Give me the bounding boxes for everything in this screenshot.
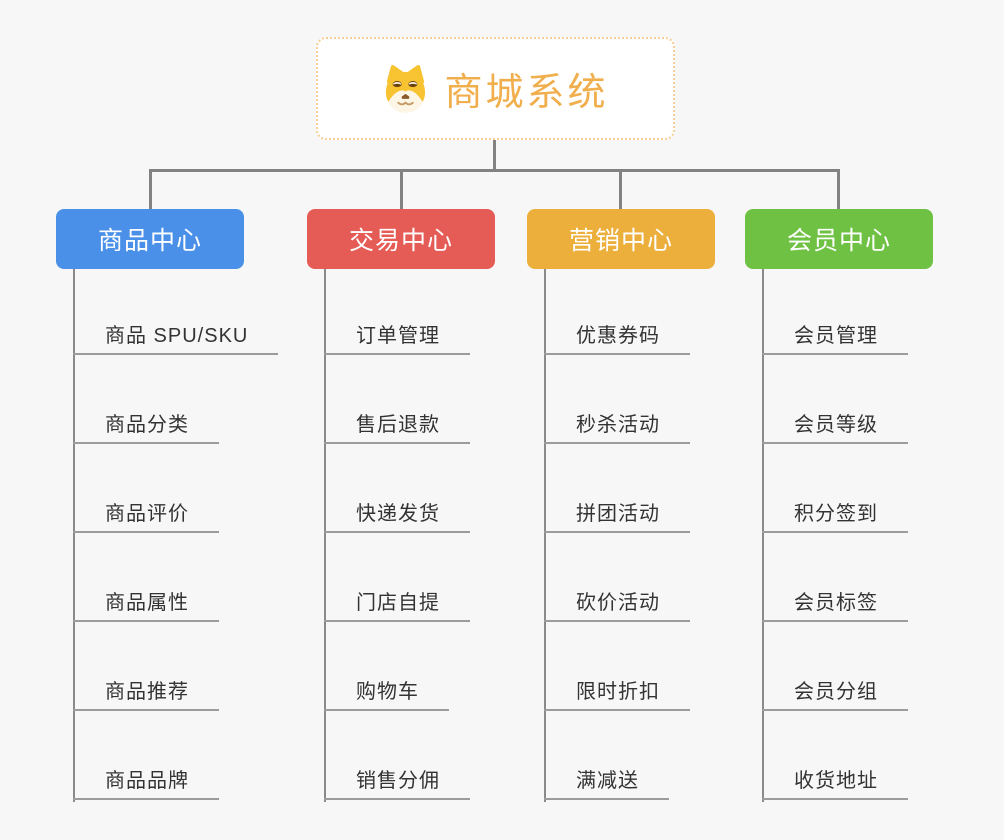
branch-drop-connector — [400, 169, 403, 210]
leaf-node[interactable]: 会员标签 — [762, 582, 908, 622]
branch-node-trade[interactable]: 交易中心 — [307, 209, 495, 269]
leaf-node[interactable]: 会员分组 — [762, 671, 908, 711]
branch-drop-connector — [619, 169, 622, 210]
children-trunk-connector — [324, 269, 326, 802]
leaf-node[interactable]: 门店自提 — [324, 582, 470, 622]
leaf-node[interactable]: 会员管理 — [762, 315, 908, 355]
leaf-node[interactable]: 满减送 — [544, 760, 669, 800]
branch-drop-connector — [149, 169, 152, 210]
leaf-node[interactable]: 限时折扣 — [544, 671, 690, 711]
leaf-node[interactable]: 秒杀活动 — [544, 404, 690, 444]
leaf-node[interactable]: 购物车 — [324, 671, 449, 711]
children-trunk-connector — [762, 269, 764, 802]
branch-rail-connector — [149, 169, 840, 172]
leaf-node[interactable]: 快递发货 — [324, 493, 470, 533]
leaf-node[interactable]: 积分签到 — [762, 493, 908, 533]
leaf-node[interactable]: 砍价活动 — [544, 582, 690, 622]
children-trunk-connector — [544, 269, 546, 802]
leaf-node[interactable]: 销售分佣 — [324, 760, 470, 800]
children-trunk-connector — [73, 269, 75, 802]
leaf-node[interactable]: 商品属性 — [73, 582, 219, 622]
branch-drop-connector — [837, 169, 840, 210]
root-stub-connector — [493, 140, 496, 171]
leaf-node[interactable]: 商品分类 — [73, 404, 219, 444]
leaf-node[interactable]: 商品评价 — [73, 493, 219, 533]
branch-node-member[interactable]: 会员中心 — [745, 209, 933, 269]
leaf-node[interactable]: 商品推荐 — [73, 671, 219, 711]
leaf-node[interactable]: 优惠券码 — [544, 315, 690, 355]
leaf-node[interactable]: 商品 SPU/SKU — [73, 315, 279, 355]
leaf-node[interactable]: 拼团活动 — [544, 493, 690, 533]
root-node-title: 商城系统 — [444, 72, 609, 114]
leaf-node[interactable]: 收货地址 — [762, 760, 908, 800]
branch-node-marketing[interactable]: 营销中心 — [527, 209, 715, 269]
leaf-node[interactable]: 商品品牌 — [73, 760, 219, 800]
branch-node-product[interactable]: 商品中心 — [56, 209, 244, 269]
leaf-node[interactable]: 会员等级 — [762, 404, 908, 444]
dog-face-icon — [386, 65, 426, 113]
root-node[interactable]: 商城系统 — [316, 37, 675, 140]
leaf-node[interactable]: 订单管理 — [324, 315, 470, 355]
leaf-node[interactable]: 售后退款 — [324, 404, 470, 444]
